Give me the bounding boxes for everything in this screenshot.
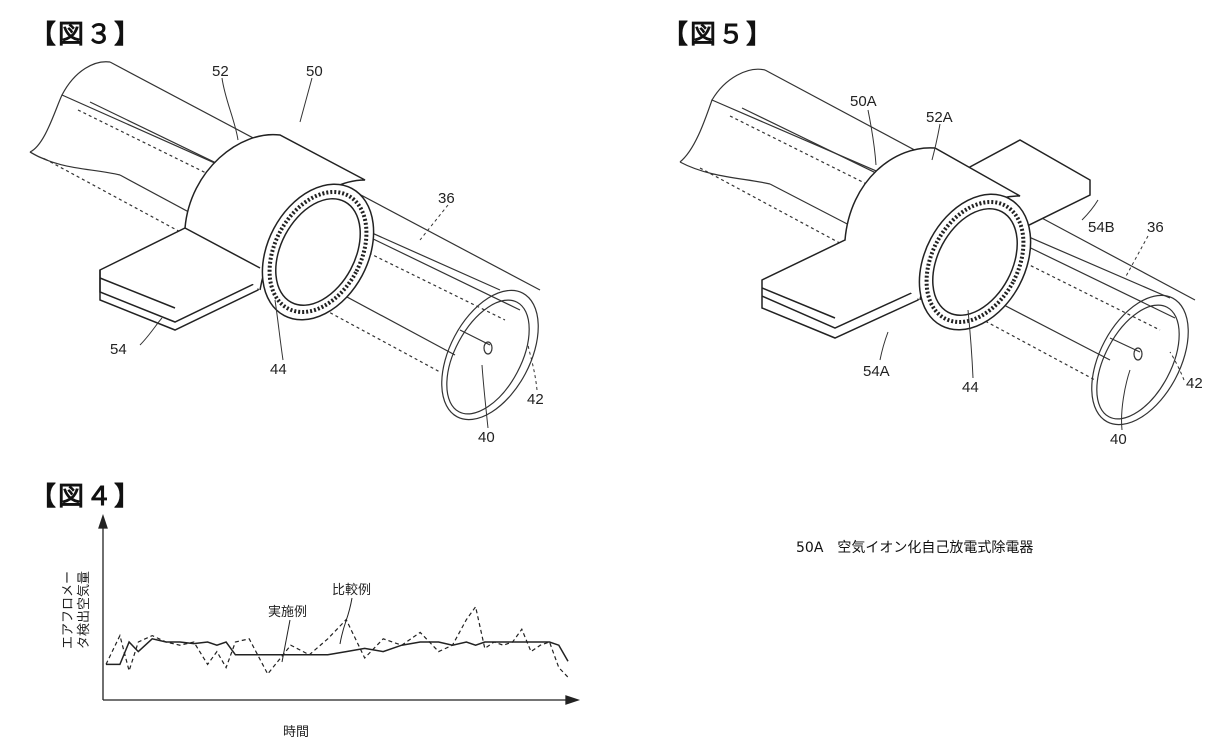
fig5-leaders: [867, 109, 1185, 431]
y-axis-arrow: [98, 513, 108, 529]
ref-36: 36: [438, 190, 455, 207]
series-line-2: [105, 605, 569, 678]
chart-annotation-2: 比較例: [332, 583, 371, 598]
caption-ref: 50A: [796, 540, 824, 556]
caption-text: 空気イオン化自己放電式除電器: [837, 540, 1034, 556]
ref-40: 40: [1110, 431, 1127, 448]
ref-54a: 54A: [863, 363, 890, 380]
y-axis-label: エアフロメー: [61, 571, 76, 649]
ref-52a: 52A: [926, 109, 953, 126]
ref-40: 40: [478, 429, 495, 446]
ref-42: 42: [527, 391, 544, 408]
ref-54b: 54B: [1088, 219, 1115, 236]
ref-54: 54: [110, 341, 127, 358]
annotation-leader-1: [281, 619, 291, 663]
figure-3-title: 【図３】: [30, 20, 143, 50]
y-axis-label-line-2: タ検出空気量: [76, 571, 92, 649]
figure-5-caption: 50A 空気イオン化自己放電式除電器: [796, 537, 1047, 557]
x-axis-label: 時間: [283, 725, 309, 740]
chart-annotation-1: 実施例: [268, 604, 307, 620]
ref-44: 44: [270, 361, 287, 378]
x-axis-arrow: [565, 695, 581, 705]
ref-42: 42: [1186, 375, 1203, 392]
ref-52: 52: [212, 63, 229, 80]
chart-annotations: 実施例 比較例: [268, 583, 371, 663]
figure-4-title: 【図４】: [30, 482, 143, 512]
ref-50a: 50A: [850, 93, 877, 110]
chart-series: [105, 605, 569, 678]
annotation-leader-2: [339, 597, 353, 645]
fig3-discharger: [99, 133, 375, 331]
fig3-leaders: [139, 77, 538, 429]
ref-50: 50: [306, 63, 323, 80]
chart-axes: [98, 513, 581, 705]
ref-36: 36: [1147, 219, 1164, 236]
ref-44: 44: [962, 379, 979, 396]
fig5-discharger: [761, 139, 1091, 339]
series-line-1: [106, 637, 569, 666]
figure-5-title: 【図５】: [662, 20, 775, 50]
